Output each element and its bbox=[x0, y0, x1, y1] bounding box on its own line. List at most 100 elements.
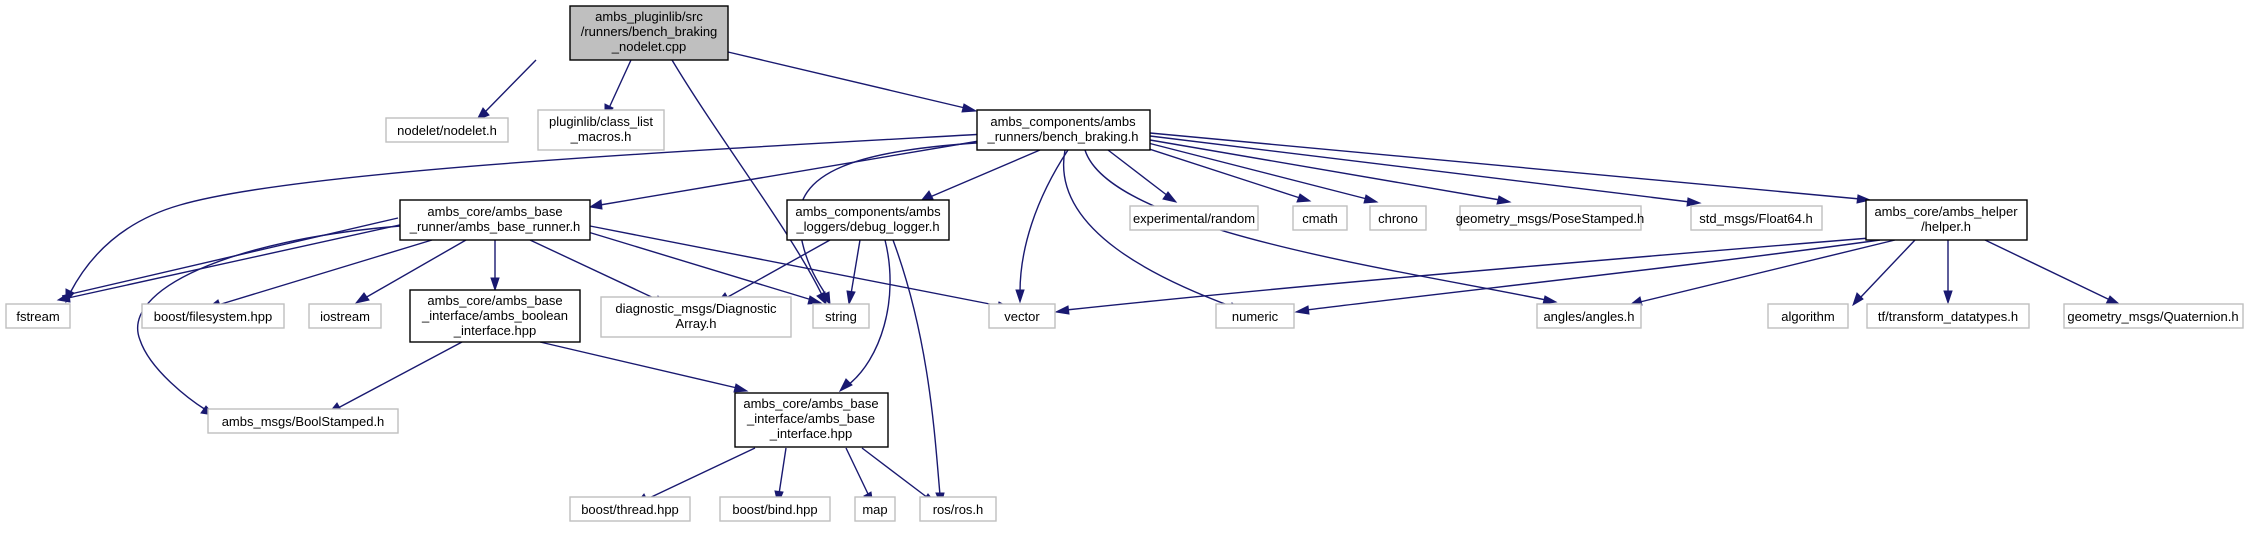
node-ros-h[interactable]: ros/ros.h bbox=[919, 496, 997, 522]
arrowhead-icon bbox=[838, 378, 853, 393]
node-label-line: /helper.h bbox=[1921, 219, 1971, 234]
arrowhead-icon bbox=[2105, 295, 2121, 305]
node-class-list-macros[interactable]: pluginlib/class_list _macros.h bbox=[537, 109, 665, 151]
node-pose-stamped[interactable]: geometry_msgs/PoseStamped.h bbox=[1456, 205, 1645, 231]
node-label-line: /runners/bench_braking bbox=[581, 24, 718, 39]
node-label-line: ambs_core/ambs_base bbox=[743, 396, 878, 411]
arrowhead-icon bbox=[1856, 194, 1872, 204]
edge-helper-to-vector bbox=[1065, 237, 1871, 311]
arrowhead-icon bbox=[1296, 193, 1312, 203]
node-cmath[interactable]: cmath bbox=[1292, 205, 1348, 231]
arrowhead-icon bbox=[733, 383, 749, 393]
node-diagnostic-array[interactable]: diagnostic_msgs/Diagnostic Array.h bbox=[600, 296, 792, 338]
node-label-line: angles/angles.h bbox=[1543, 309, 1634, 324]
node-label-line: boost/bind.hpp bbox=[732, 502, 817, 517]
node-chrono[interactable]: chrono bbox=[1369, 205, 1427, 231]
node-label-line: ambs_components/ambs bbox=[795, 204, 941, 219]
edge-bench-braking-to-chrono bbox=[1147, 142, 1368, 200]
node-label-line: vector bbox=[1004, 309, 1040, 324]
edge-bench-braking-to-debug-logger bbox=[929, 149, 1041, 198]
node-label-line: ambs_pluginlib/src bbox=[595, 9, 703, 24]
arrowhead-icon bbox=[1686, 197, 1702, 207]
node-label-line: _runners/bench_braking.h bbox=[986, 129, 1138, 144]
node-label-line: nodelet/nodelet.h bbox=[397, 123, 497, 138]
edge-main-to-nodelet-h bbox=[484, 59, 537, 113]
node-base-interface[interactable]: ambs_core/ambs_base _interface/ambs_base… bbox=[734, 392, 889, 448]
edge-base-runner-to-vector bbox=[589, 225, 1001, 307]
node-label-line: geometry_msgs/Quaternion.h bbox=[2067, 309, 2238, 324]
node-bool-stamped[interactable]: ambs_msgs/BoolStamped.h bbox=[207, 408, 399, 434]
node-main-file[interactable]: ambs_pluginlib/src /runners/bench_brakin… bbox=[569, 5, 729, 61]
node-numeric[interactable]: numeric bbox=[1215, 303, 1295, 329]
node-algorithm[interactable]: algorithm bbox=[1767, 303, 1849, 329]
node-label-line: ambs_msgs/BoolStamped.h bbox=[222, 414, 385, 429]
edge-boolean-interface-to-base-interface bbox=[539, 341, 738, 389]
node-label-line: std_msgs/Float64.h bbox=[1699, 211, 1812, 226]
node-label-line: tf/transform_datatypes.h bbox=[1878, 309, 2018, 324]
node-bench-braking-h[interactable]: ambs_components/ambs _runners/bench_brak… bbox=[976, 109, 1151, 151]
node-transform-datatypes[interactable]: tf/transform_datatypes.h bbox=[1866, 303, 2030, 329]
arrowhead-icon bbox=[1162, 191, 1178, 203]
node-label-line: boost/filesystem.hpp bbox=[154, 309, 273, 324]
node-float64[interactable]: std_msgs/Float64.h bbox=[1690, 205, 1823, 231]
node-fstream[interactable]: fstream bbox=[5, 303, 71, 329]
node-boost-filesystem[interactable]: boost/filesystem.hpp bbox=[141, 303, 285, 329]
arrowhead-icon bbox=[961, 103, 978, 113]
node-debug-logger-h[interactable]: ambs_components/ambs _loggers/debug_logg… bbox=[786, 199, 950, 241]
arrowhead-icon bbox=[1363, 194, 1379, 204]
node-label-line: _interface/ambs_boolean bbox=[421, 308, 568, 323]
node-label-line: _runner/ambs_base_runner.h bbox=[409, 219, 581, 234]
edge-bench-braking-to-vector bbox=[1019, 149, 1069, 293]
node-nodelet-h[interactable]: nodelet/nodelet.h bbox=[385, 117, 509, 143]
node-experimental-random[interactable]: experimental/random bbox=[1129, 205, 1259, 231]
node-quaternion[interactable]: geometry_msgs/Quaternion.h bbox=[2063, 303, 2244, 329]
edge-main-to-bench-braking-h bbox=[727, 51, 966, 109]
node-base-runner-h[interactable]: ambs_core/ambs_base _runner/ambs_base_ru… bbox=[399, 199, 591, 241]
node-iostream[interactable]: iostream bbox=[308, 303, 382, 329]
node-label-line: ambs_core/ambs_base bbox=[427, 204, 562, 219]
arrowhead-icon bbox=[1294, 305, 1310, 315]
node-label-line: Array.h bbox=[676, 316, 717, 331]
edge-helper-to-quaternion bbox=[1984, 239, 2111, 301]
edge-helper-to-algorithm bbox=[1859, 239, 1916, 299]
edge-main-to-class-list-macros bbox=[608, 59, 632, 109]
node-helper-h[interactable]: ambs_core/ambs_helper /helper.h bbox=[1865, 199, 2028, 241]
node-label-line: _nodelet.cpp bbox=[611, 39, 686, 54]
edge-base-interface-to-boost-bind bbox=[778, 447, 787, 495]
node-label-line: _macros.h bbox=[570, 129, 632, 144]
node-label-line: string bbox=[825, 309, 857, 324]
nodes: ambs_pluginlib/src /runners/bench_brakin… bbox=[5, 5, 2244, 522]
node-angles[interactable]: angles/angles.h bbox=[1536, 303, 1642, 329]
node-label-line: ambs_core/ambs_base bbox=[427, 293, 562, 308]
edge-debug-logger-to-diagnostic-array bbox=[725, 239, 831, 299]
node-label-line: _interface.hpp bbox=[769, 426, 852, 441]
node-map[interactable]: map bbox=[854, 496, 896, 522]
node-string[interactable]: string bbox=[812, 303, 870, 329]
node-label-line: pluginlib/class_list bbox=[549, 114, 653, 129]
arrowhead-icon bbox=[354, 292, 370, 304]
node-boolean-interface[interactable]: ambs_core/ambs_base _interface/ambs_bool… bbox=[409, 289, 581, 343]
node-label-line: diagnostic_msgs/Diagnostic bbox=[615, 301, 777, 316]
edge-base-runner-to-iostream bbox=[364, 239, 467, 299]
node-vector[interactable]: vector bbox=[988, 303, 1056, 329]
edge-base-runner-to-string bbox=[587, 231, 813, 301]
node-label-line: _interface.hpp bbox=[453, 323, 536, 338]
edge-base-runner-to-bool-stamped bbox=[137, 225, 401, 411]
edge-helper-to-angles bbox=[1639, 239, 1896, 303]
edge-helper-to-numeric bbox=[1305, 239, 1881, 311]
arrowhead-icon bbox=[820, 291, 831, 306]
node-label-line: algorithm bbox=[1781, 309, 1834, 324]
edge-bench-braking-to-pose-stamped bbox=[1149, 139, 1501, 201]
node-label-line: experimental/random bbox=[1133, 211, 1255, 226]
node-label-line: fstream bbox=[16, 309, 59, 324]
arrowhead-icon bbox=[846, 290, 856, 306]
node-boost-bind[interactable]: boost/bind.hpp bbox=[719, 496, 831, 522]
node-boost-thread[interactable]: boost/thread.hpp bbox=[569, 496, 691, 522]
edge-debug-logger-to-base-interface bbox=[847, 239, 891, 386]
edge-bench-braking-to-angles bbox=[1084, 149, 1547, 301]
node-label-line: ambs_core/ambs_helper bbox=[1874, 204, 2018, 219]
node-label-line: boost/thread.hpp bbox=[581, 502, 679, 517]
arrowhead-icon bbox=[490, 277, 500, 292]
